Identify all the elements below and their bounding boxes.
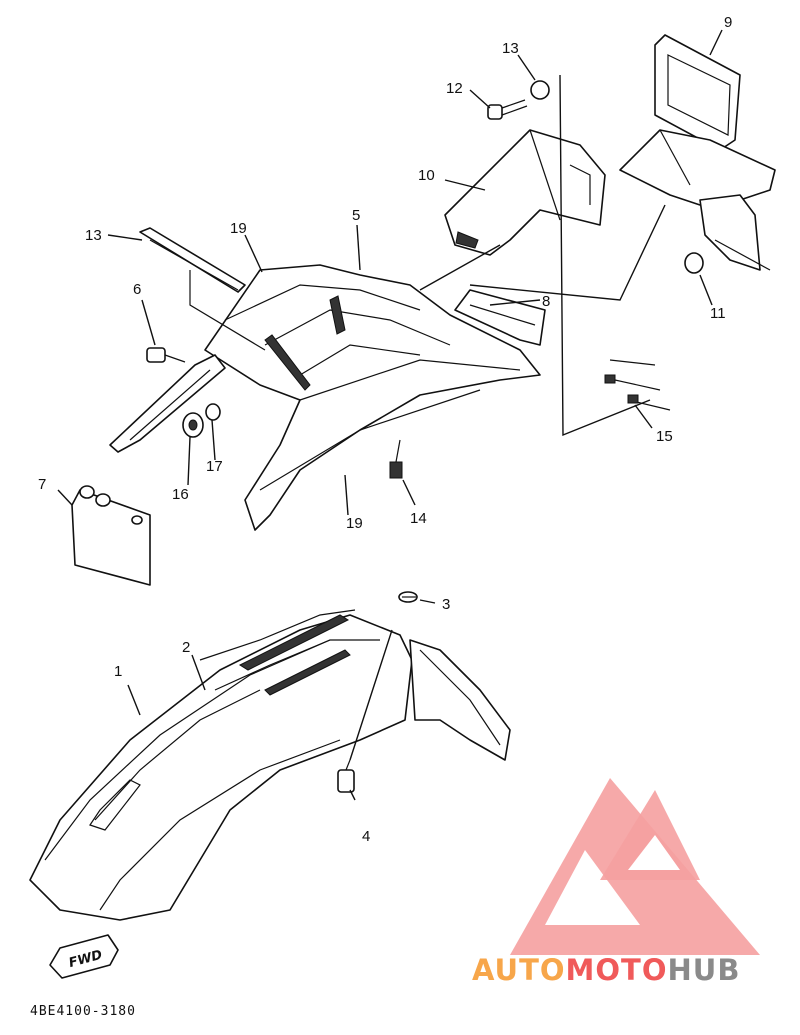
- svg-text:AUTOMOTOHUB: AUTOMOTOHUB: [472, 953, 740, 987]
- callout-11: 11: [710, 305, 726, 322]
- bolt-part-12: [487, 99, 528, 120]
- assembly-line-diagonal: [419, 244, 501, 291]
- callout-10: 10: [418, 167, 435, 184]
- callout-7: 7: [38, 476, 46, 493]
- nut-part-13-top: [530, 80, 550, 100]
- callout-15: 15: [656, 428, 673, 445]
- bolt-part-6: [146, 347, 186, 363]
- fender-bracket-left: [109, 354, 226, 453]
- diagram-code: 4BE4100-3180: [30, 1004, 136, 1019]
- fender-stripe-part-2: [89, 609, 356, 831]
- callout-9: 9: [724, 14, 732, 31]
- callout-16: 16: [172, 486, 189, 503]
- watermark-word-moto: MOTO: [566, 953, 668, 987]
- watermark-logo: [510, 778, 760, 955]
- callout-3: 3: [442, 596, 450, 613]
- callout-17: 17: [206, 458, 223, 475]
- callout-14: 14: [410, 510, 427, 527]
- callout-13-left: 13: [85, 227, 102, 244]
- callout-5: 5: [352, 207, 360, 224]
- plate-part-7: [71, 485, 151, 586]
- clip-part-3: [398, 591, 418, 603]
- callout-8: 8: [542, 293, 550, 310]
- rear-fender-part-5: [204, 264, 541, 531]
- watermark-word-hub: HUB: [668, 953, 741, 987]
- callout-12: 12: [446, 80, 463, 97]
- callout-19-top: 19: [230, 220, 247, 237]
- callout-6: 6: [133, 281, 141, 298]
- washer-part-17: [205, 403, 221, 421]
- callout-4: 4: [362, 828, 370, 845]
- reflector-part-11: [684, 252, 704, 274]
- screws-part-15: [604, 359, 671, 411]
- bolt-part-4: [337, 629, 393, 793]
- grommet-part-16: [182, 412, 204, 438]
- callout-19-bottom: 19: [346, 515, 363, 532]
- fwd-tag: FWD: [49, 934, 119, 979]
- callout-2: 2: [182, 639, 190, 656]
- assembly-line-vertical: [559, 74, 651, 437]
- strip-part-8: [454, 289, 546, 346]
- callout-leaders: [57, 29, 723, 801]
- callout-13-top: 13: [502, 40, 519, 57]
- callout-1: 1: [114, 663, 122, 680]
- watermark-wordmark: AUTOMOTOHUB: [472, 953, 740, 987]
- tail-cover-part-10: [444, 129, 606, 256]
- license-holder-part-9: [619, 34, 776, 271]
- front-fender-part-1: [29, 614, 413, 921]
- watermark-triangle-inner: [545, 850, 640, 925]
- assembly-line-to-plate: [469, 204, 666, 301]
- strip-part-13-left: [139, 227, 266, 351]
- fender-rear-flap: [409, 639, 511, 761]
- watermark-word-auto: AUTO: [472, 953, 566, 987]
- bolt-part-14: [389, 439, 403, 479]
